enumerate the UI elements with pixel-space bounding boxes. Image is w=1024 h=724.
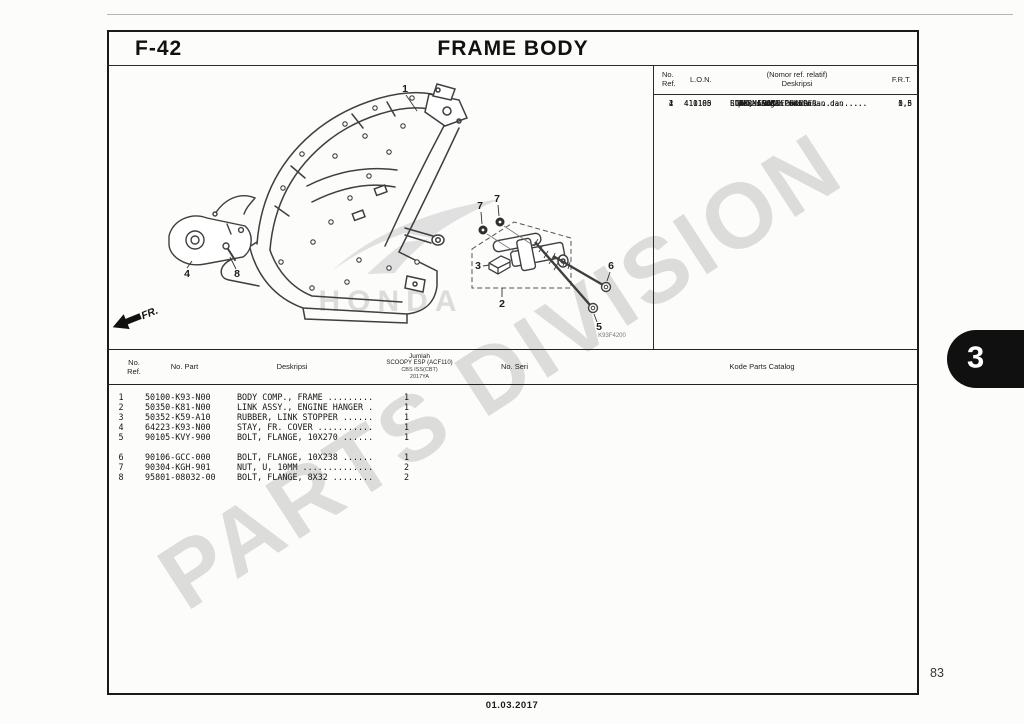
parts-col-seri: No. Seri (500, 362, 529, 371)
ref-col-no-line1: No. (662, 70, 674, 79)
page-border (107, 30, 919, 695)
page-code: F-42 (135, 37, 183, 60)
reference-table: No. Ref. L.O.N. (Nomor ref. relatif) Des… (653, 66, 919, 349)
parts-col-no-line2: Ref. (127, 367, 141, 376)
chapter-tab-label: 3 (967, 339, 985, 375)
callout-7b: 7 (494, 193, 500, 205)
parts-col-kode: Kode Parts Catalog (729, 362, 795, 371)
callout-3: 3 (475, 260, 481, 272)
drawing-code: K93F4200 (598, 333, 626, 339)
parts-col-qty-line3: CBS ISS(CBT) (401, 367, 438, 373)
header-band: F-42 FRAME BODY (107, 30, 919, 66)
frame-outline (220, 83, 469, 324)
page-title: FRAME BODY (437, 37, 589, 60)
callout-labels: 1 2 3 4 5 6 7 7 8 (184, 83, 614, 333)
callout-7a: 7 (477, 200, 483, 212)
engine-hanger-assembly (471, 217, 612, 314)
callout-5: 5 (596, 321, 602, 333)
frame-body-diagram: HONDA (112, 83, 627, 339)
reference-table-header: No. Ref. L.O.N. (Nomor ref. relatif) Des… (654, 66, 919, 95)
chapter-tab: 3 (947, 330, 1024, 388)
parts-col-qty-line4: 2017YA (409, 374, 430, 380)
callout-leaders (186, 94, 611, 323)
callout-8: 8 (234, 268, 240, 280)
ref-col-frt: F.R.T. (891, 75, 911, 84)
callout-4: 4 (184, 268, 190, 280)
parts-col-desc: Deskripsi (276, 362, 308, 371)
parts-col-part: No. Part (170, 362, 199, 371)
callout-2: 2 (499, 298, 505, 310)
parts-col-no-line1: No. (128, 358, 140, 367)
parts-table-header: No. Ref. No. Part Deskripsi Jumlah SCOOP… (107, 349, 919, 385)
ref-col-lon: L.O.N. (690, 75, 712, 84)
honda-wing-watermark-icon: HONDA (319, 199, 499, 318)
ref-col-no-line2: Ref. (662, 79, 676, 88)
callout-6: 6 (608, 260, 614, 272)
callout-1: 1 (402, 83, 408, 95)
parts-col-qty-line1: Jumlah (409, 353, 430, 360)
fr-label: FR. (140, 305, 160, 322)
stay-front-cover-part (168, 195, 257, 266)
page-top-hairline (107, 14, 1013, 15)
page-number: 83 (930, 666, 944, 680)
fr-direction-arrow-icon: FR. (112, 305, 160, 330)
footer-date: 01.03.2017 (485, 700, 539, 711)
frame-tabs (278, 95, 420, 291)
parts-col-qty-line2: SCOOPY ESP (ACF110) (386, 360, 453, 366)
ref-col-desc-line2: Deskripsi (781, 79, 813, 88)
ref-col-desc-line1: (Nomor ref. relatif) (766, 70, 828, 79)
